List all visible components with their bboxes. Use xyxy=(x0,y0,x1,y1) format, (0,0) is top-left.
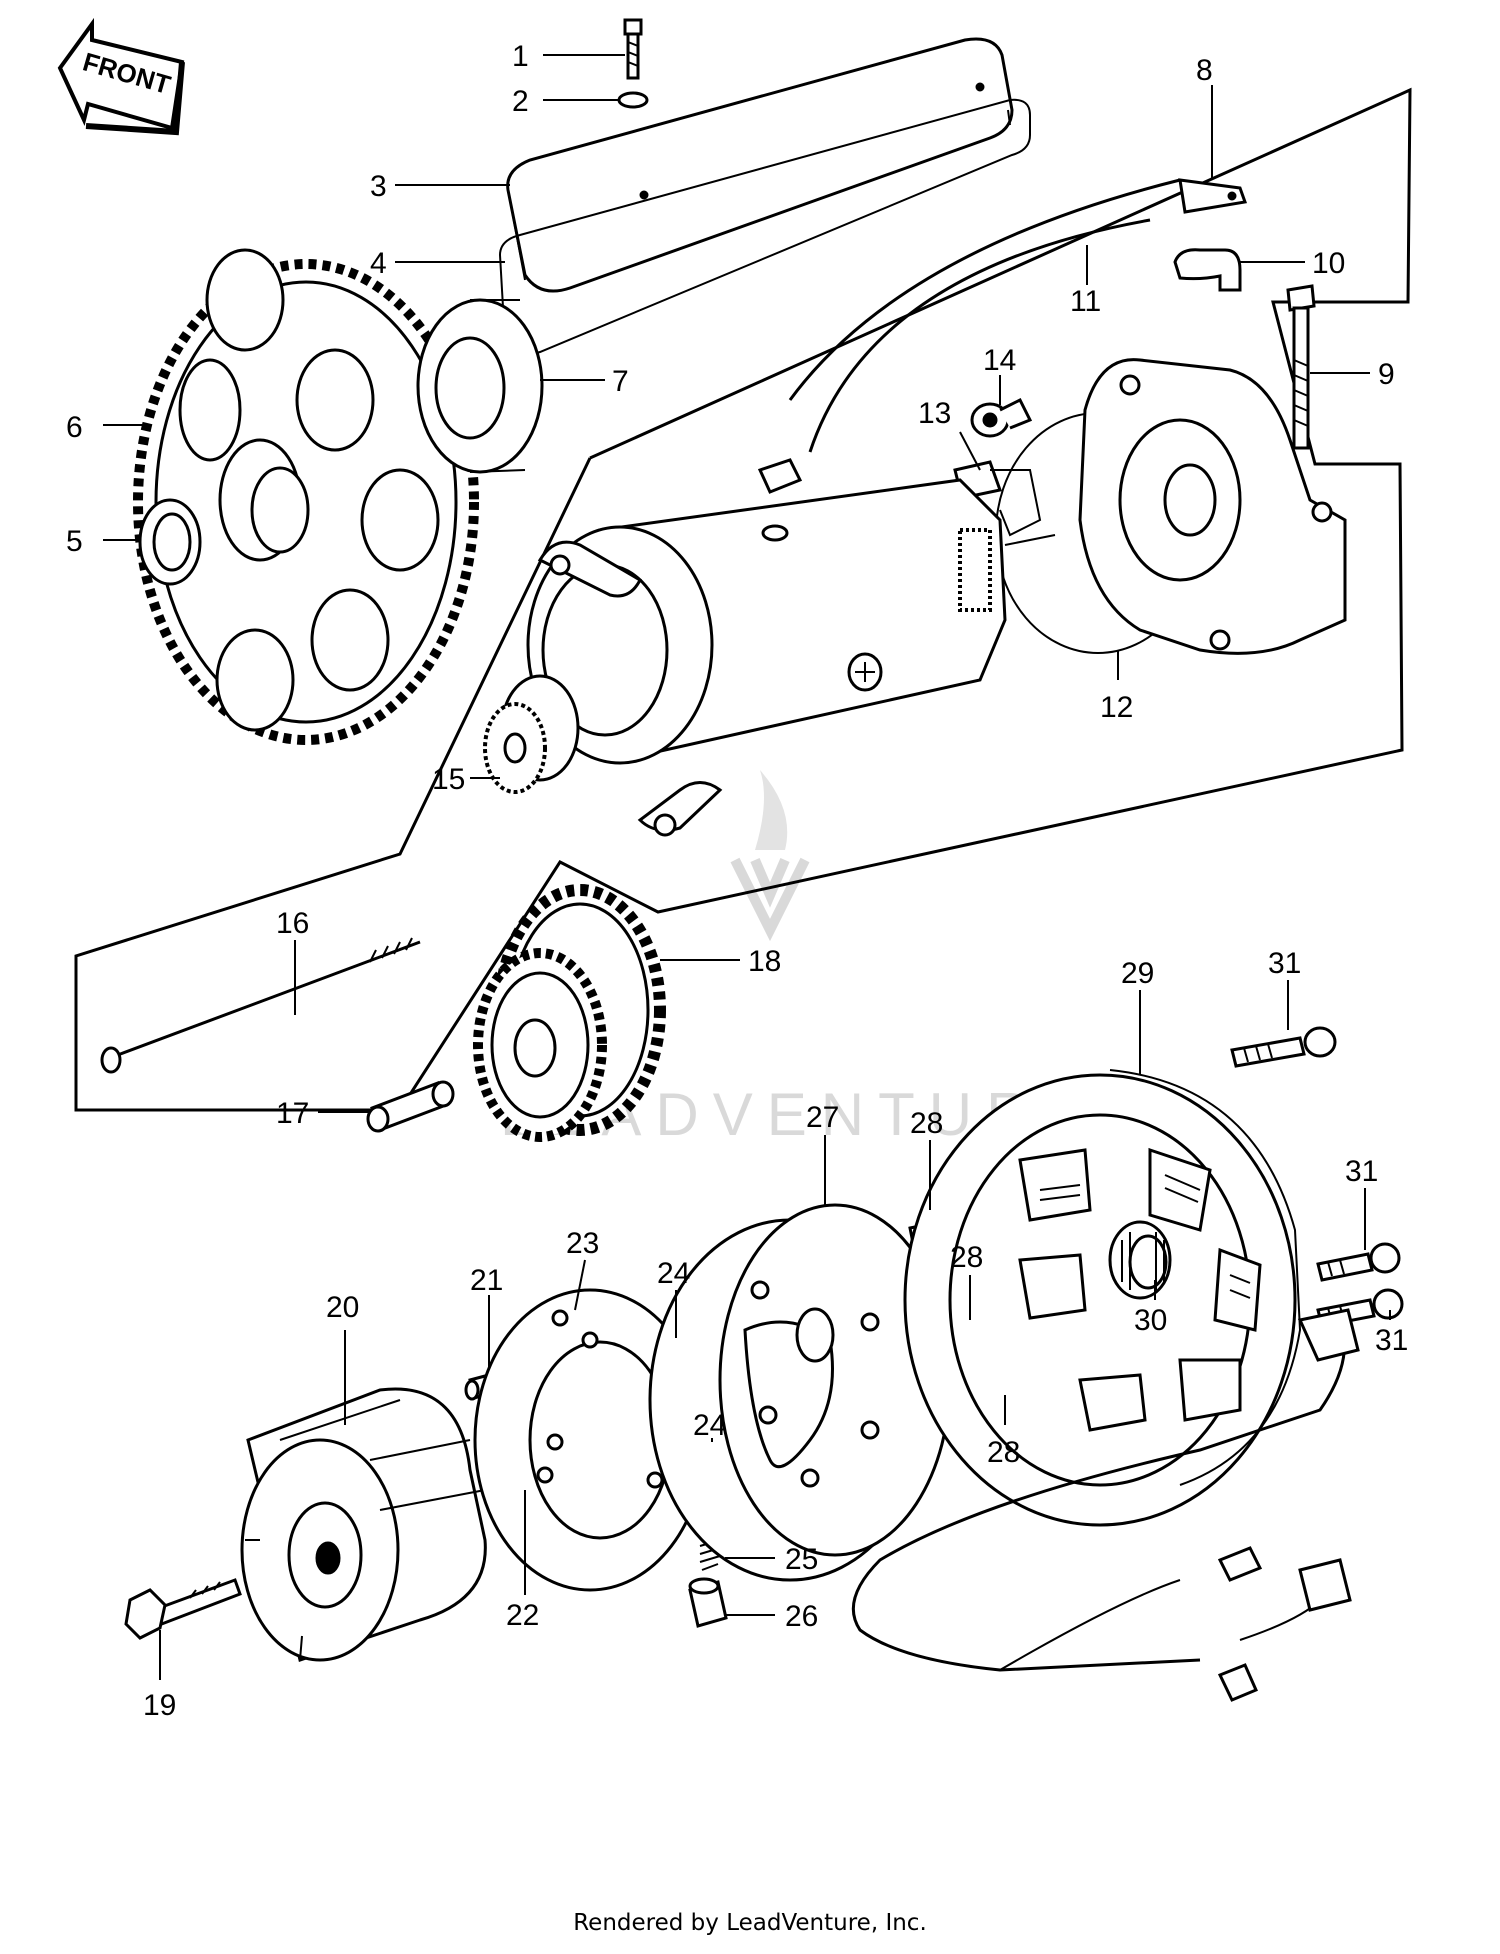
callout-15: 15 xyxy=(432,763,465,796)
callout-27: 27 xyxy=(806,1101,839,1134)
callout-5: 5 xyxy=(66,525,83,558)
callout-12: 12 xyxy=(1100,691,1133,724)
callout-1: 1 xyxy=(512,40,529,73)
part-elbow-cap-10 xyxy=(1173,248,1242,292)
callout-6: 6 xyxy=(66,411,83,444)
part-spacer-17 xyxy=(366,1080,455,1133)
callout-labels: 1 2 3 4 5 6 7 8 9 10 11 12 13 14 15 16 1… xyxy=(66,40,1408,1722)
part-washer-5 xyxy=(138,498,202,586)
callout-31a: 31 xyxy=(1268,947,1301,980)
part-screw-31a xyxy=(1230,1026,1337,1068)
part-wire-8 xyxy=(788,178,1248,401)
callout-9: 9 xyxy=(1378,358,1395,391)
part-starter-clutch-27 xyxy=(648,1203,952,1582)
callout-18: 18 xyxy=(748,945,781,978)
part-idler-gear-18 xyxy=(473,884,666,1142)
part-bearing-7 xyxy=(416,298,544,474)
callout-4: 4 xyxy=(370,247,387,280)
callout-8: 8 xyxy=(1196,54,1213,87)
part-rotor-20 xyxy=(240,1387,487,1662)
group-boundary-lines xyxy=(74,87,1412,1112)
callout-24b: 24 xyxy=(693,1409,726,1442)
part-wiring-harness xyxy=(851,1308,1360,1702)
callout-29: 29 xyxy=(1121,957,1154,990)
part-long-bolt-9 xyxy=(1286,284,1316,450)
callout-26: 26 xyxy=(785,1600,818,1633)
callout-19: 19 xyxy=(143,1689,176,1722)
callout-21: 21 xyxy=(470,1264,503,1297)
callout-31c: 31 xyxy=(1375,1324,1408,1357)
part-washer-2 xyxy=(617,91,649,109)
callout-17: 17 xyxy=(276,1097,309,1130)
part-terminal-14 xyxy=(970,397,1033,438)
part-needle-bearing-30 xyxy=(1108,1220,1172,1300)
callout-20: 20 xyxy=(326,1291,359,1324)
part-plate-23 xyxy=(473,1288,707,1592)
part-starter-end-cover xyxy=(1078,358,1347,655)
front-direction-badge: FRONT xyxy=(57,17,185,136)
callout-2: 2 xyxy=(512,85,529,118)
callout-28c: 28 xyxy=(987,1436,1020,1469)
callout-30: 30 xyxy=(1134,1304,1167,1337)
callout-3: 3 xyxy=(370,170,387,203)
callout-24a: 24 xyxy=(657,1257,690,1290)
leader-lines xyxy=(103,54,1391,1680)
part-wire-11 xyxy=(757,218,1151,494)
callout-31b: 31 xyxy=(1345,1155,1378,1188)
callout-28a: 28 xyxy=(910,1107,943,1140)
callout-13: 13 xyxy=(918,397,951,430)
footer-credit: Rendered by LeadVenture, Inc. xyxy=(573,1910,927,1936)
part-screw-31b xyxy=(1316,1242,1401,1282)
callout-22: 22 xyxy=(506,1599,539,1632)
callout-23: 23 xyxy=(566,1227,599,1260)
callout-11: 11 xyxy=(1070,285,1101,318)
part-stator-29 xyxy=(903,1069,1302,1527)
callout-14: 14 xyxy=(983,344,1016,377)
part-flange-bolt-19 xyxy=(124,1578,242,1640)
part-long-bolt-16 xyxy=(100,937,423,1074)
callout-10: 10 xyxy=(1312,247,1345,280)
callout-7: 7 xyxy=(612,365,629,398)
part-cap-26 xyxy=(688,1577,728,1628)
part-starter-motor xyxy=(526,478,1056,837)
part-bolt-1 xyxy=(623,18,643,80)
callout-28b: 28 xyxy=(950,1241,983,1274)
callout-16: 16 xyxy=(276,907,309,940)
part-large-gear-6 xyxy=(133,248,479,745)
callout-25: 25 xyxy=(785,1543,818,1576)
part-cover-3 xyxy=(506,37,1014,293)
part-pinion-15 xyxy=(483,674,580,794)
